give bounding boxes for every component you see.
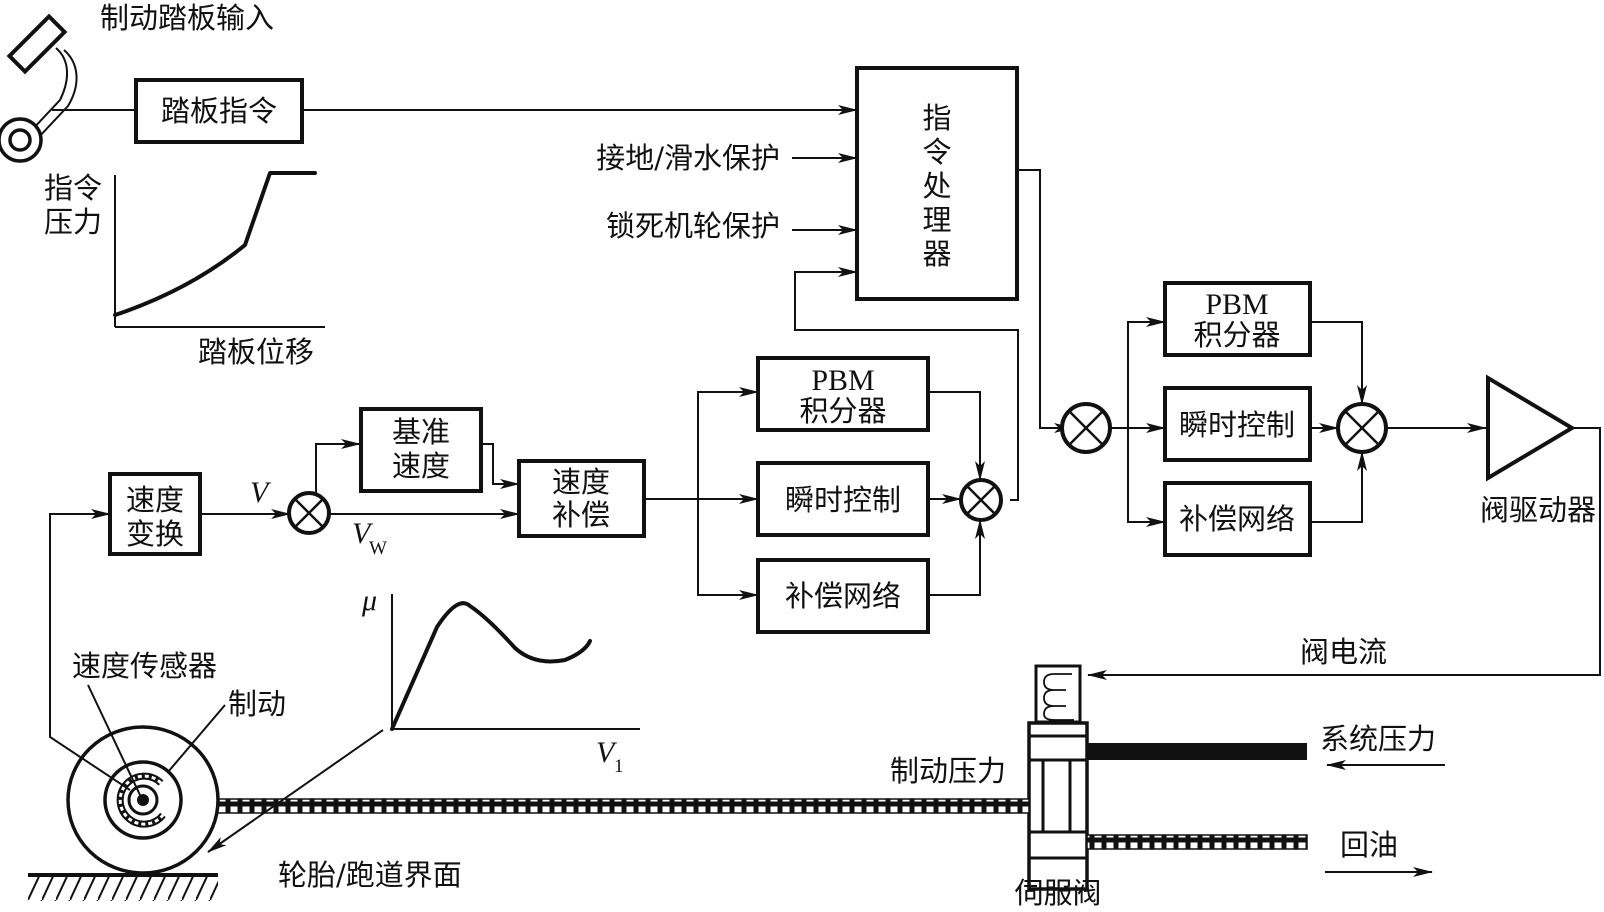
processor-to-summer2-wire <box>1017 169 1074 433</box>
pbm-integrator-2-block <box>1163 281 1312 357</box>
network2-to-summer3-arrow <box>1310 451 1367 523</box>
brake-pedal-icon <box>0 13 78 163</box>
controller1-to-processor-wire <box>794 267 1019 501</box>
summer-controller2-input-icon <box>1060 402 1112 454</box>
brake-pressure-label: 制动压力 <box>890 754 1006 788</box>
comp-network-1-block <box>756 558 930 634</box>
summer-speed-icon <box>287 491 331 535</box>
network1-to-summer1-arrow <box>928 519 985 596</box>
valve-driver-amplifier-icon <box>1486 374 1576 482</box>
sensor-to-speed-transform-wire <box>49 509 111 735</box>
system-pressure-line <box>1087 743 1307 760</box>
pedal-input-label: 制动踏板输入 <box>100 1 274 35</box>
comp-network-1-label: 补偿网络 <box>785 579 901 613</box>
mu-curve-chart <box>390 594 640 731</box>
pbm-integrator-1-label-2: 积分器 <box>799 394 886 428</box>
summer-controller1-icon <box>959 478 1003 522</box>
brake-label: 制动 <box>228 687 286 721</box>
pedal-curve-chart <box>113 171 325 328</box>
pbm-integrator-2-label-2: 积分器 <box>1193 318 1280 352</box>
runway-hatch <box>28 877 218 901</box>
locked-wheel-protection-label: 锁死机轮保护 <box>606 209 780 243</box>
brake-leader <box>167 704 226 773</box>
servo-valve-icon <box>1027 664 1089 891</box>
speed-compensation-label-2: 补偿 <box>552 498 610 532</box>
instant-control-2-block <box>1163 386 1312 462</box>
reference-speed-label-1: 基准 <box>392 415 450 449</box>
svg-text:指: 指 <box>922 101 951 135</box>
svg-text:令: 令 <box>922 135 951 169</box>
vw-label: V <box>352 517 374 550</box>
tire-runway-interface-label: 轮胎/跑道界面 <box>278 858 462 892</box>
pedal-curve-ylabel-1: 指令 <box>44 171 102 205</box>
valve-driver-label: 阀驱动器 <box>1480 493 1596 527</box>
pedal-curve-ylabel-2: 压力 <box>44 205 102 239</box>
pbm-integrator-2-label-1: PBM <box>1205 288 1268 321</box>
servo-valve-label: 伺服阀 <box>1014 876 1101 910</box>
speed-transform-label-2: 变换 <box>126 517 184 551</box>
instant-control-1-label: 瞬时控制 <box>785 483 901 517</box>
pbm1-to-summer1-arrow <box>928 391 985 481</box>
system-pressure-label: 系统压力 <box>1320 722 1436 756</box>
sensor-lead-wire <box>49 735 131 791</box>
pbm-integrator-1-block <box>756 356 930 432</box>
command-processor-block <box>855 66 1019 301</box>
valve-current-label: 阀电流 <box>1300 635 1387 669</box>
svg-text:处: 处 <box>922 169 951 203</box>
runway-surface <box>28 873 218 877</box>
reference-speed-block <box>359 407 483 493</box>
v-label: V <box>250 476 272 509</box>
ground-hydroplane-protection-label: 接地/滑水保护 <box>596 141 780 175</box>
summer-controller2-output-icon <box>1336 402 1388 454</box>
mu-label: μ <box>361 584 377 617</box>
comp-to-network1-arrow <box>697 499 759 600</box>
reference-speed-label-2: 速度 <box>392 449 450 483</box>
vw-subscript: W <box>369 538 387 559</box>
speed-sensor-leader <box>87 684 141 796</box>
v1-label: V <box>596 736 618 769</box>
pedal-command-label: 踏板指令 <box>161 94 277 128</box>
pbm2-to-summer3-arrow <box>1310 321 1367 405</box>
pedal-curve-xlabel: 踏板位移 <box>198 335 314 369</box>
wheel-icon <box>66 725 220 875</box>
mu-curve-line <box>390 601 592 731</box>
valve-current-wire <box>1087 427 1601 680</box>
reference-to-compensation-wire <box>481 443 520 489</box>
svg-text:器: 器 <box>922 237 951 271</box>
speed-compensation-label-1: 速度 <box>552 465 610 499</box>
speed-sensor-label: 速度传感器 <box>72 649 217 683</box>
speed-transform-label-1: 速度 <box>126 483 184 517</box>
summer2-to-network2-arrow <box>1127 428 1166 527</box>
comp-network-2-label: 补偿网络 <box>1179 502 1295 536</box>
command-processor-label: 指 令 处 理 器 <box>922 101 951 271</box>
pedal-command-block <box>134 78 304 144</box>
pedal-curve-line <box>113 171 317 317</box>
brake-pressure-line <box>166 798 1030 814</box>
v1-subscript: 1 <box>614 756 624 777</box>
speed-compensation-block <box>517 459 646 538</box>
comp-network-2-block <box>1163 481 1312 557</box>
pbm-integrator-1-label-1: PBM <box>811 364 874 397</box>
return-oil-line <box>1086 834 1308 850</box>
instant-control-2-label: 瞬时控制 <box>1179 408 1295 442</box>
instant-control-1-block <box>756 461 930 537</box>
summer-to-reference-wire <box>315 439 361 493</box>
summer2-to-pbm2-arrow <box>1127 317 1166 428</box>
comp-to-pbm1-arrow <box>697 387 759 499</box>
return-oil-label: 回油 <box>1340 828 1398 862</box>
svg-text:理: 理 <box>922 203 951 237</box>
interface-pointer-arrow <box>207 729 384 853</box>
